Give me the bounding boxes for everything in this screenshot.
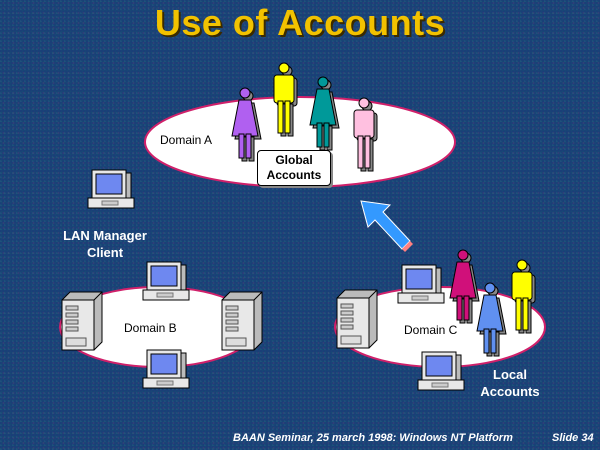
footer-slide-number: Slide 34 [552,432,594,444]
arrow-up-left-icon [360,200,413,252]
slide-title: Use of Accounts [154,2,446,43]
lan-manager-caption: LAN Manager Client [45,227,165,261]
local-accounts-line-1: Local [493,367,527,382]
domain-b-computer-bottom-icon [142,349,190,389]
domain-c-label: Domain C [404,323,458,337]
domain-a-ellipse [144,96,456,188]
domain-c-computer-bottom-icon [417,351,465,391]
global-accounts-line-1: Global [275,153,313,167]
lan-manager-line-1: LAN Manager [63,228,147,243]
domain-b-label: Domain B [124,321,177,335]
lan-manager-computer-icon [87,169,135,209]
domain-b-server-left-icon [61,291,103,351]
domain-c-server-icon [336,289,378,349]
global-accounts-line-2: Accounts [266,168,322,182]
global-accounts-callout: Global Accounts [257,150,331,186]
domain-c-computer-top-icon [397,264,445,304]
domain-a-label: Domain A [160,133,213,147]
domain-b-computer-top-icon [142,261,190,301]
local-accounts-line-2: Accounts [480,384,540,399]
lan-manager-line-2: Client [86,245,124,260]
domain-b-server-right-icon [221,291,263,351]
local-accounts-caption: Local Accounts [470,366,550,400]
footer-seminar: BAAN Seminar, 25 march 1998: Windows NT … [233,432,513,444]
